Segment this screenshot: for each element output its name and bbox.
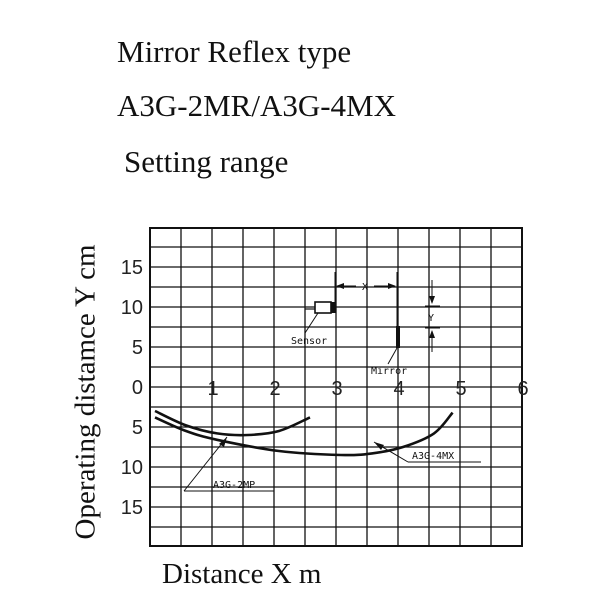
title-line-3: Setting range	[124, 144, 289, 179]
plot-frame	[149, 227, 523, 547]
x-dim-arrow-right	[388, 283, 396, 289]
x-axis-label: Distance X m	[162, 558, 322, 590]
title-line-1: Mirror Reflex type	[117, 34, 352, 69]
x-tick-label: 1	[207, 378, 218, 400]
setup-diagram: Sensor X Mirror Y	[291, 272, 440, 377]
series-label-a3g-4mx: A3G-4MX	[412, 451, 454, 462]
mirror-leader	[387, 347, 398, 365]
y-dim-arrow-top	[429, 296, 435, 304]
x-tick-label: 6	[517, 378, 528, 400]
x-tick-label: 5	[455, 378, 466, 400]
mirror-plate	[396, 326, 400, 348]
x-dim-label: X	[362, 282, 368, 293]
y-dim-label: Y	[428, 313, 434, 324]
mirror-label: Mirror	[371, 366, 407, 377]
series-labels: A3G-2MP A3G-4MX	[183, 436, 481, 492]
x-tick-label: 2	[269, 378, 280, 400]
y-tick-label: 10	[121, 297, 143, 319]
title-line-2: A3G-2MR/A3G-4MX	[117, 88, 396, 123]
series-label-a3g-2mp: A3G-2MP	[213, 480, 255, 491]
x-tick-label: 3	[331, 378, 342, 400]
series-group	[154, 409, 454, 457]
chart-grid	[150, 228, 522, 546]
y-axis-label: Operating distamce Y cm	[69, 244, 102, 540]
a3g-2mp-leader	[183, 436, 228, 492]
sensor-lens	[331, 302, 336, 313]
sensor-label: Sensor	[291, 336, 327, 347]
x-tick-label: 4	[393, 378, 404, 400]
y-tick-label: 15	[121, 497, 143, 519]
a3g-2mp-arrow	[219, 437, 227, 447]
a3g-4mx-arrow	[374, 442, 384, 450]
series-line-a3g-2mp	[154, 409, 311, 437]
y-tick-label: 5	[132, 337, 143, 359]
y-tick-label: 5	[132, 417, 143, 439]
sensor-body	[314, 301, 332, 314]
tick-labels: 1 2 3 4 5 6 15 10 5 0 5 10 15	[121, 257, 529, 519]
x-dim-arrow-left	[336, 283, 344, 289]
y-tick-label: 10	[121, 457, 143, 479]
y-tick-label: 0	[132, 377, 143, 399]
sensor-leader	[304, 312, 319, 334]
y-tick-label: 15	[121, 257, 143, 279]
series-line-a3g-4mx	[154, 411, 454, 457]
